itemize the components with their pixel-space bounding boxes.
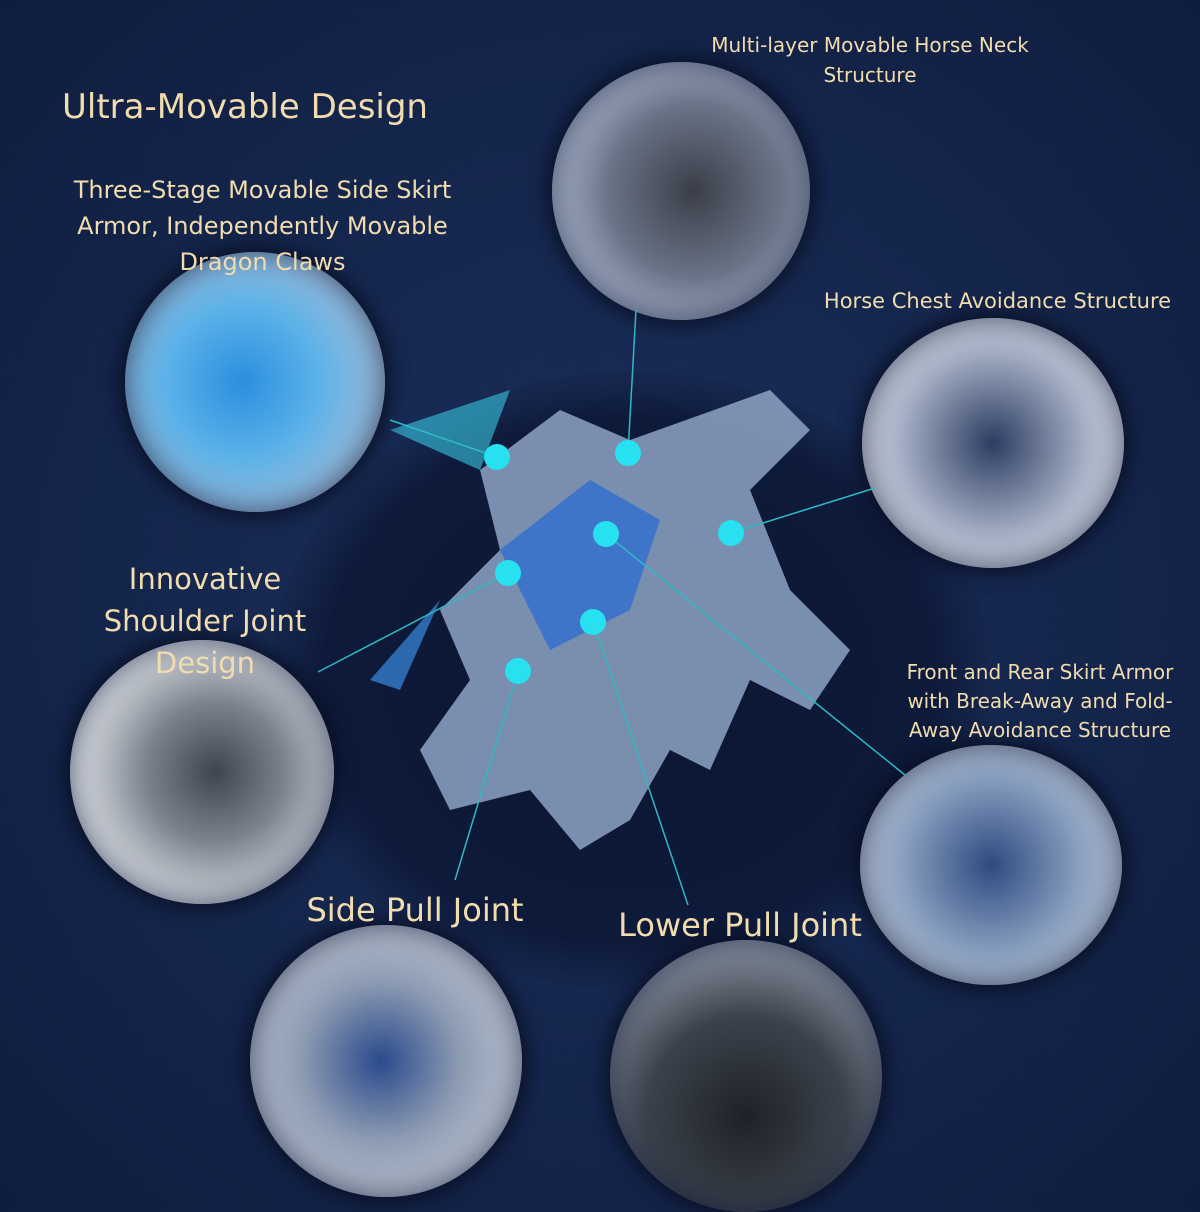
leader-line-sidepull	[454, 670, 519, 881]
label-side-skirt: Three-Stage Movable Side Skirt Armor, In…	[73, 176, 452, 276]
chest-detail-image	[862, 318, 1124, 568]
label-chest: Horse Chest Avoidance Structure	[823, 289, 1172, 313]
joint-marker	[593, 521, 619, 547]
label-side-pull: Side Pull Joint	[306, 891, 524, 929]
joint-marker	[505, 658, 531, 684]
shoulder-detail-image	[70, 640, 334, 904]
side-pull-detail-image	[250, 925, 522, 1197]
joint-marker	[495, 560, 521, 586]
lower-pull-detail-image	[610, 940, 882, 1212]
joint-marker	[484, 444, 510, 470]
leader-line-lowerpull	[592, 621, 689, 906]
side-skirt-detail-image	[125, 252, 385, 512]
leader-line-skirt	[389, 419, 498, 458]
leader-line-chest	[730, 487, 876, 534]
joint-marker	[718, 520, 744, 546]
page-title: Ultra-Movable Design	[62, 87, 428, 127]
leader-line-shoulder	[317, 572, 509, 673]
joint-marker	[580, 609, 606, 635]
neck-detail-image	[552, 62, 810, 320]
mecha-horse-figure	[330, 350, 890, 870]
label-front-rear-skirt: Front and Rear Skirt Armor with Break-Aw…	[906, 660, 1174, 742]
joint-marker	[615, 440, 641, 466]
leader-line-neck	[627, 309, 637, 454]
label-lower-pull: Lower Pull Joint	[618, 906, 862, 944]
label-neck: Multi-layer Movable Horse Neck Structure	[711, 33, 1029, 87]
label-shoulder: Innovative Shoulder Joint Design	[103, 562, 307, 680]
front-rear-skirt-detail-image	[860, 745, 1122, 985]
leader-line-frontrear	[605, 533, 906, 776]
